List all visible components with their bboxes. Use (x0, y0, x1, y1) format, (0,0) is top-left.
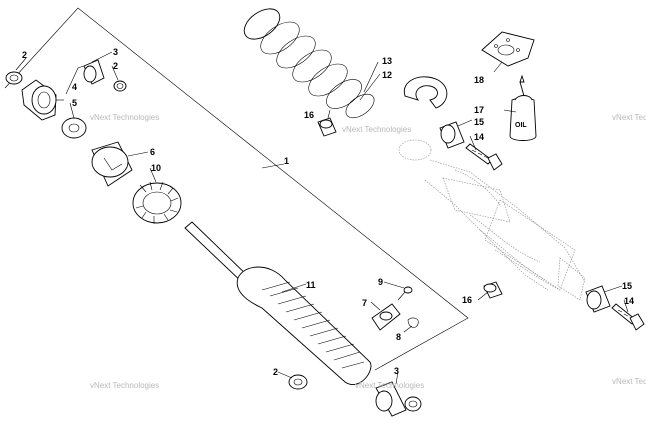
watermarks: vNext Technologies vNext Technologies vN… (90, 113, 646, 390)
callout-16-top: 16 (304, 110, 314, 120)
shock-body-part-11 (184, 221, 372, 385)
bushing-part-2-bottom (288, 374, 308, 390)
valve-body-part-7 (371, 303, 401, 331)
sleeve-part-15-bottom (585, 285, 611, 313)
watermark-4: vNext Technologies (90, 381, 159, 390)
callout-16-bottom: 16 (462, 295, 472, 305)
callout-4: 4 (72, 82, 77, 92)
callout-10: 10 (151, 163, 161, 173)
watermark-3: vNext Technologies (612, 113, 646, 122)
spacer-part-3-top (83, 59, 105, 85)
end-cap-part-4 (21, 79, 57, 121)
bushing-part-2-upper-right (113, 80, 127, 92)
bumper-part-16-top (317, 117, 337, 137)
assembled-shock-ghost (398, 139, 586, 301)
mounting-plate-part-18 (481, 31, 535, 67)
spring-retainer-part-6 (91, 141, 133, 187)
callout-labels: 1 2 2 2 3 3 4 5 6 7 8 9 10 11 12 13 14 1… (22, 47, 634, 377)
bushing-part-2-top (5, 71, 23, 85)
callout-5: 5 (72, 98, 77, 108)
callout-2-top-left: 2 (22, 50, 27, 60)
callout-2-top-right: 2 (113, 61, 118, 71)
sleeve-part-15-top (439, 121, 465, 149)
assembly-bracket-1 (4, 7, 469, 371)
bolt-part-14-top (465, 143, 503, 171)
callout-3-bottom: 3 (394, 366, 399, 376)
watermark-1: vNext Technologies (90, 113, 159, 122)
callout-9: 9 (378, 277, 383, 287)
valve-part-9 (397, 286, 413, 301)
callout-2-bottom: 2 (273, 367, 278, 377)
callout-3-top: 3 (113, 47, 118, 57)
watermark-2: vNext Technologies (342, 125, 411, 134)
oil-bottle-label: OIL (515, 122, 527, 129)
watermark-5: vNext Technologies (355, 381, 424, 390)
o-ring-part-8 (407, 317, 419, 328)
callout-15-top: 15 (474, 117, 484, 127)
callout-7: 7 (362, 298, 367, 308)
oil-bottle-part-17 (509, 74, 537, 141)
callout-14-bottom: 14 (624, 296, 634, 306)
callout-6: 6 (150, 147, 155, 157)
callout-12: 12 (382, 70, 392, 80)
callout-13: 13 (382, 56, 392, 66)
coil-spring-part-12 (243, 8, 375, 119)
watermark-6: vNext Technologies (612, 377, 646, 386)
bumper-part-16-bottom (483, 281, 503, 299)
callout-15-bottom: 15 (622, 281, 632, 291)
washer-part-5 (61, 117, 87, 139)
spacer-part-3-bottom (375, 381, 422, 417)
adjuster-ring-part-10 (132, 181, 182, 224)
callout-1: 1 (284, 156, 289, 166)
callout-14-top: 14 (474, 132, 484, 142)
callout-8: 8 (396, 332, 401, 342)
bolt-part-14-bottom (611, 303, 645, 331)
clip-part-13 (403, 76, 448, 109)
callout-17: 17 (474, 105, 484, 115)
leader-lines (15, 51, 629, 385)
callout-18: 18 (474, 75, 484, 85)
callout-11: 11 (306, 280, 316, 290)
